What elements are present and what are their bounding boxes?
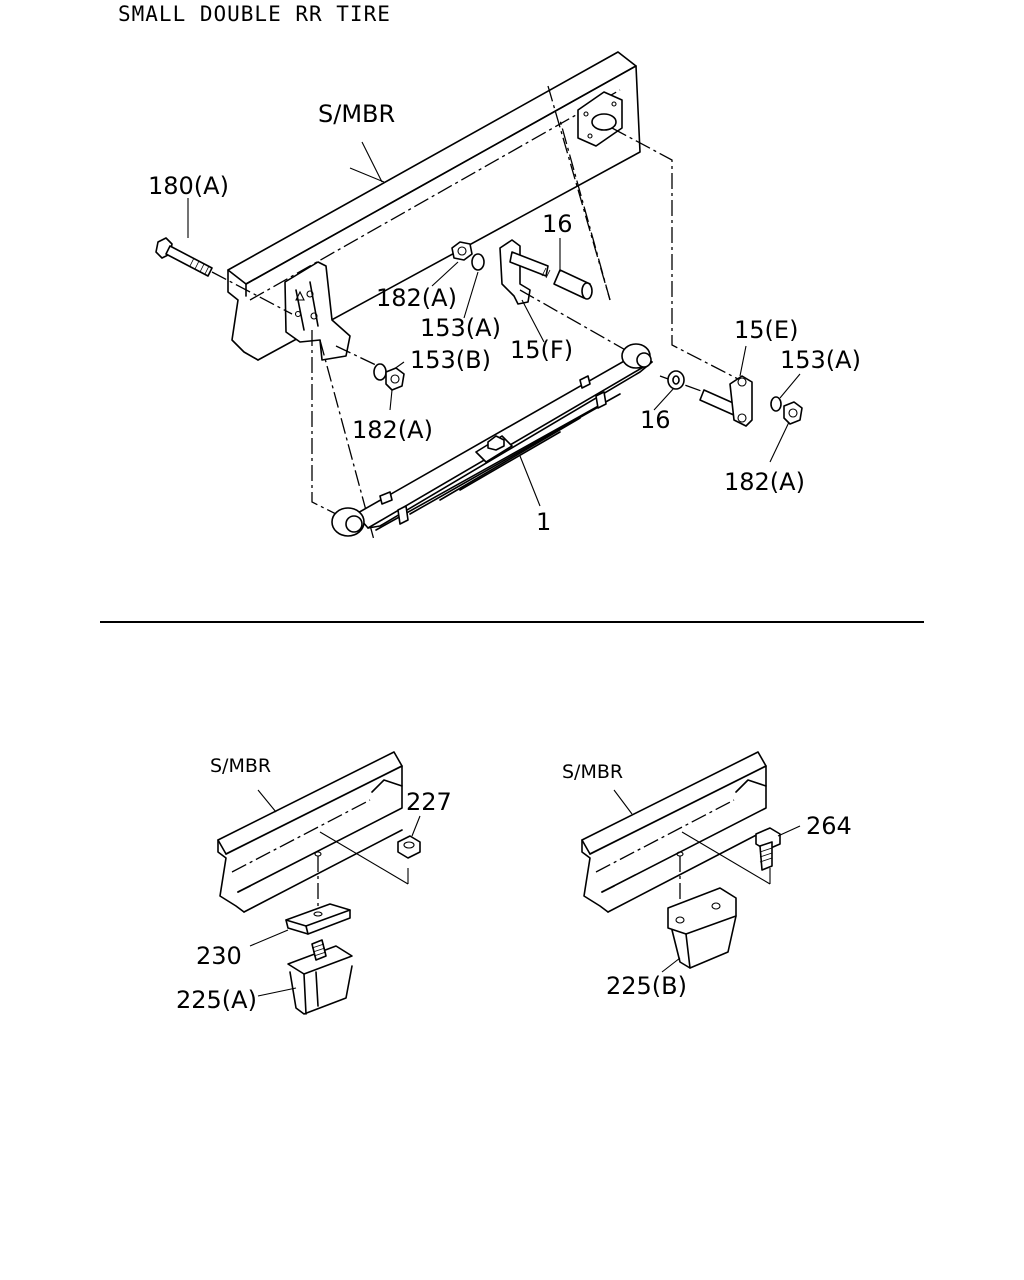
rear-shackle-bracket xyxy=(577,91,623,147)
nut-227 xyxy=(397,835,421,859)
p153a-1-leader xyxy=(463,271,479,319)
spacer-230 xyxy=(285,903,351,935)
p182a-2-leader xyxy=(389,389,393,411)
side-member-frame-left xyxy=(217,751,403,913)
label-16-top: 16 xyxy=(542,210,573,238)
shackle-plate-15f xyxy=(499,239,549,305)
label-153a-upper: 153(A) xyxy=(420,314,501,342)
label-182a-lower: 182(A) xyxy=(724,468,805,496)
label-182a-middle: 182(A) xyxy=(352,416,433,444)
p182a-1-leader xyxy=(431,261,459,287)
washer-153b xyxy=(373,363,387,381)
side-member-frame-top xyxy=(227,51,641,361)
bumper-225b xyxy=(667,887,737,969)
bushing-16-lower xyxy=(667,370,685,390)
label-smbr-right: S/MBR xyxy=(562,761,623,783)
washer-153a-lower xyxy=(770,396,782,412)
nut-182a-upper xyxy=(451,241,473,261)
p225a-leader xyxy=(257,987,297,997)
smbr-left-leader xyxy=(257,789,277,813)
label-180a: 180(A) xyxy=(148,172,229,200)
label-153b: 153(B) xyxy=(410,346,491,374)
front-spring-hanger xyxy=(284,261,351,361)
side-member-frame-right xyxy=(581,751,767,913)
p225b-leader xyxy=(661,957,681,973)
p227-leader xyxy=(411,815,421,837)
label-16-bottom: 16 xyxy=(640,406,671,434)
nut-182a-lower xyxy=(783,401,803,425)
label-225b: 225(B) xyxy=(606,972,687,1000)
label-1: 1 xyxy=(536,508,551,536)
bolt-180a xyxy=(155,237,213,277)
p1-leader xyxy=(519,455,541,507)
bolt-180a-path xyxy=(211,271,293,315)
p153a-2-leader xyxy=(779,373,801,399)
washer-153a-upper xyxy=(471,253,485,271)
label-15f: 15(F) xyxy=(510,336,573,364)
label-15e: 15(E) xyxy=(734,316,798,344)
label-230: 230 xyxy=(196,942,242,970)
shackle-15e xyxy=(699,375,753,427)
p15f-leader xyxy=(521,299,545,343)
bushing-16-upper xyxy=(541,267,593,300)
leaf-spring-1 xyxy=(331,343,653,537)
bumper-225a xyxy=(287,939,353,1015)
label-264: 264 xyxy=(806,812,852,840)
page-title: SMALL DOUBLE RR TIRE xyxy=(118,2,391,26)
p182a-3-leader xyxy=(769,419,791,463)
label-225a: 225(A) xyxy=(176,986,257,1014)
p230-leader xyxy=(249,929,289,947)
label-smbr-top: S/MBR xyxy=(318,100,395,128)
smbr-right-leader xyxy=(613,789,633,815)
p16-bottom-leader xyxy=(653,387,675,411)
p264-leader xyxy=(777,825,801,837)
label-182a-upper: 182(A) xyxy=(376,284,457,312)
p15e-leader xyxy=(739,345,747,377)
label-227: 227 xyxy=(406,788,452,816)
nut-182a-middle xyxy=(385,367,405,391)
label-153a-lower: 153(A) xyxy=(780,346,861,374)
smbr-top-leader xyxy=(349,167,385,183)
bolt-264 xyxy=(755,827,781,871)
label-smbr-left: S/MBR xyxy=(210,755,271,777)
